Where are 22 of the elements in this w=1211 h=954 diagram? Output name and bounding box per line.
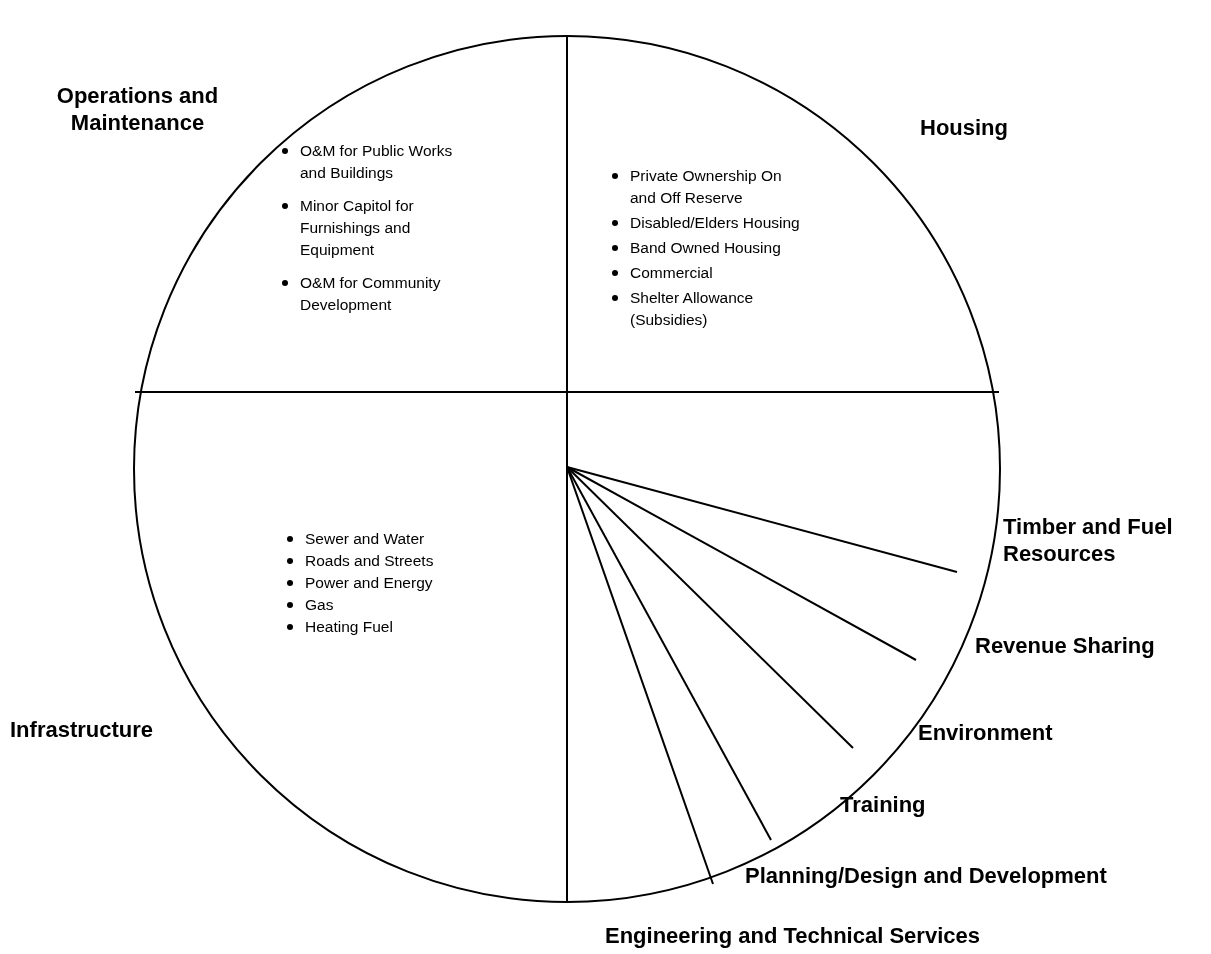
bullet-item: Power and Energy — [285, 572, 485, 594]
bullet-item: Heating Fuel — [285, 616, 485, 638]
bullet-item: Gas — [285, 594, 485, 616]
bullet-item: Shelter Allowance (Subsidies) — [610, 287, 800, 331]
sector-heading: Infrastructure — [10, 716, 155, 743]
bullet-item: Roads and Streets — [285, 550, 485, 572]
sector-heading: Housing — [920, 114, 1009, 141]
bullet-item: O&M for Community Development — [280, 272, 480, 316]
bullet-item: Disabled/Elders Housing — [610, 212, 800, 234]
bullet-item: Commercial — [610, 262, 800, 284]
bullet-item: Band Owned Housing — [610, 237, 800, 259]
sector-heading: Engineering and Technical Services — [605, 922, 981, 949]
sector-heading: Environment — [918, 719, 1054, 746]
bullet-item: O&M for Public Works and Buildings — [280, 140, 480, 184]
bullet-item: Private Ownership On and Off Reserve — [610, 165, 800, 209]
sector-heading: Operations and Maintenance — [55, 82, 220, 136]
sector-heading: Revenue Sharing — [975, 632, 1156, 659]
sector-heading: Timber and Fuel Resources — [1003, 513, 1174, 567]
bullet-item: Sewer and Water — [285, 528, 485, 550]
bullet-item: Minor Capitol for Furnishings and Equipment — [280, 195, 480, 261]
sector-heading: Planning/Design and Development — [745, 862, 1108, 889]
sector-heading: Training — [840, 791, 927, 818]
